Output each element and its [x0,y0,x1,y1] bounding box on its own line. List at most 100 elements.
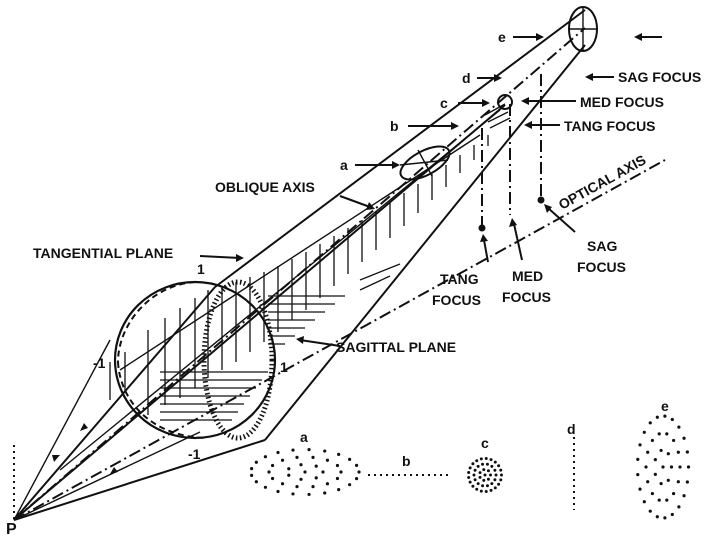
spot-dot [291,448,295,452]
spot-dot [682,494,686,498]
spot-dot [489,488,493,492]
spot-dot [646,480,650,484]
spot-dot [311,485,315,489]
spot-dot [663,414,667,418]
spot-dot [295,455,299,459]
spot-dot [307,492,311,497]
spot-label-a: a [300,429,308,445]
spot-dot [478,475,482,479]
spot-dot [472,473,476,477]
spot-dot [307,447,311,452]
spot-dot [685,450,689,454]
spot-dot [646,450,650,454]
spot-dot [357,470,361,474]
spot-dot [482,468,486,472]
spot-dot [638,443,642,447]
spot-dot [473,468,477,472]
spot-dot [473,478,477,482]
spot-dot [339,470,343,474]
spot-label-b: b [402,453,411,469]
label-optical-axis: OPTICAL AXIS [556,151,649,212]
spot-dot [497,464,501,468]
spot-dot [497,482,501,486]
label-pupil-left: -1 [93,355,106,371]
spot-dot [303,470,307,474]
spot-dot [642,430,646,434]
spot-dot [490,482,494,486]
spot-label-c: c [481,435,489,451]
spot-dot [337,452,341,457]
spot-dot [287,467,291,471]
spot-dot [476,464,480,468]
spot-dot [666,452,670,456]
spot-dot [280,458,285,462]
tangential-plane [109,135,489,415]
label-tangential-plane: TANGENTIAL PLANE [33,245,173,261]
label-sag-focus-bottom-2: FOCUS [577,259,626,275]
spot-dot [655,415,659,419]
label-section-b: b [390,118,399,134]
spot-dot [355,463,359,467]
label-sag-focus-bottom-1: SAG [587,238,617,254]
spot-diagram-a [250,447,361,497]
spot-dot [299,477,303,481]
spot-dot [484,457,488,461]
spot-dot [669,465,674,469]
spot-dot [478,471,482,475]
spot-dot [685,480,689,484]
label-med-focus-top: MED FOCUS [580,94,664,110]
label-sag-focus-top: SAG FOCUS [618,69,701,85]
spot-dot [295,485,299,489]
spot-dot [337,487,341,492]
spot-dot [666,478,670,482]
spot-dot [475,459,479,463]
spot-dot [280,482,285,486]
spot-dot [467,471,471,475]
entrance-pupil [113,279,277,441]
spot-dot [263,455,268,459]
spot-dot [644,465,648,469]
spot-dot [299,463,303,467]
spot-dot [482,478,486,482]
spot-dot [686,465,691,469]
focus-projections [478,74,545,232]
spot-dot [471,484,475,488]
spot-dot [486,469,490,473]
pointer-arrows [199,33,662,347]
spot-dot [479,489,483,493]
spot-dot [682,436,686,440]
spot-diagram-e [636,414,691,520]
label-tang-focus-top: TANG FOCUS [564,118,656,134]
spot-dot [485,484,489,488]
label-section-d: d [462,70,471,86]
spot-dot [468,466,472,470]
spot-dot [481,484,485,488]
spot-dot [323,449,327,453]
spot-dot [276,489,280,494]
spot-dot [484,489,488,493]
spot-dot [267,470,271,474]
spot-dot [254,460,258,464]
label-sagittal-plane: SAGITTAL PLANE [336,339,456,355]
label-pupil-bottom: -1 [188,446,201,462]
spot-dot [493,486,497,490]
spot-dot [671,491,676,496]
label-section-c: c [440,95,448,111]
ray-direction-markers [52,423,118,474]
spot-dot [500,473,503,477]
spot-dot [348,483,352,487]
spot-dot [314,464,318,468]
spot-dot [468,480,472,484]
spot-dot [479,457,483,461]
spot-dot [648,421,652,425]
label-section-e: e [498,29,506,45]
spot-dot [650,491,655,496]
spot-dot [638,487,642,491]
oblique-axis-line [13,27,586,521]
spot-dot [657,432,661,436]
sagittal-plane [160,103,511,421]
spot-dot [493,468,497,472]
spot-dot [665,432,669,436]
spot-dot [475,487,479,491]
